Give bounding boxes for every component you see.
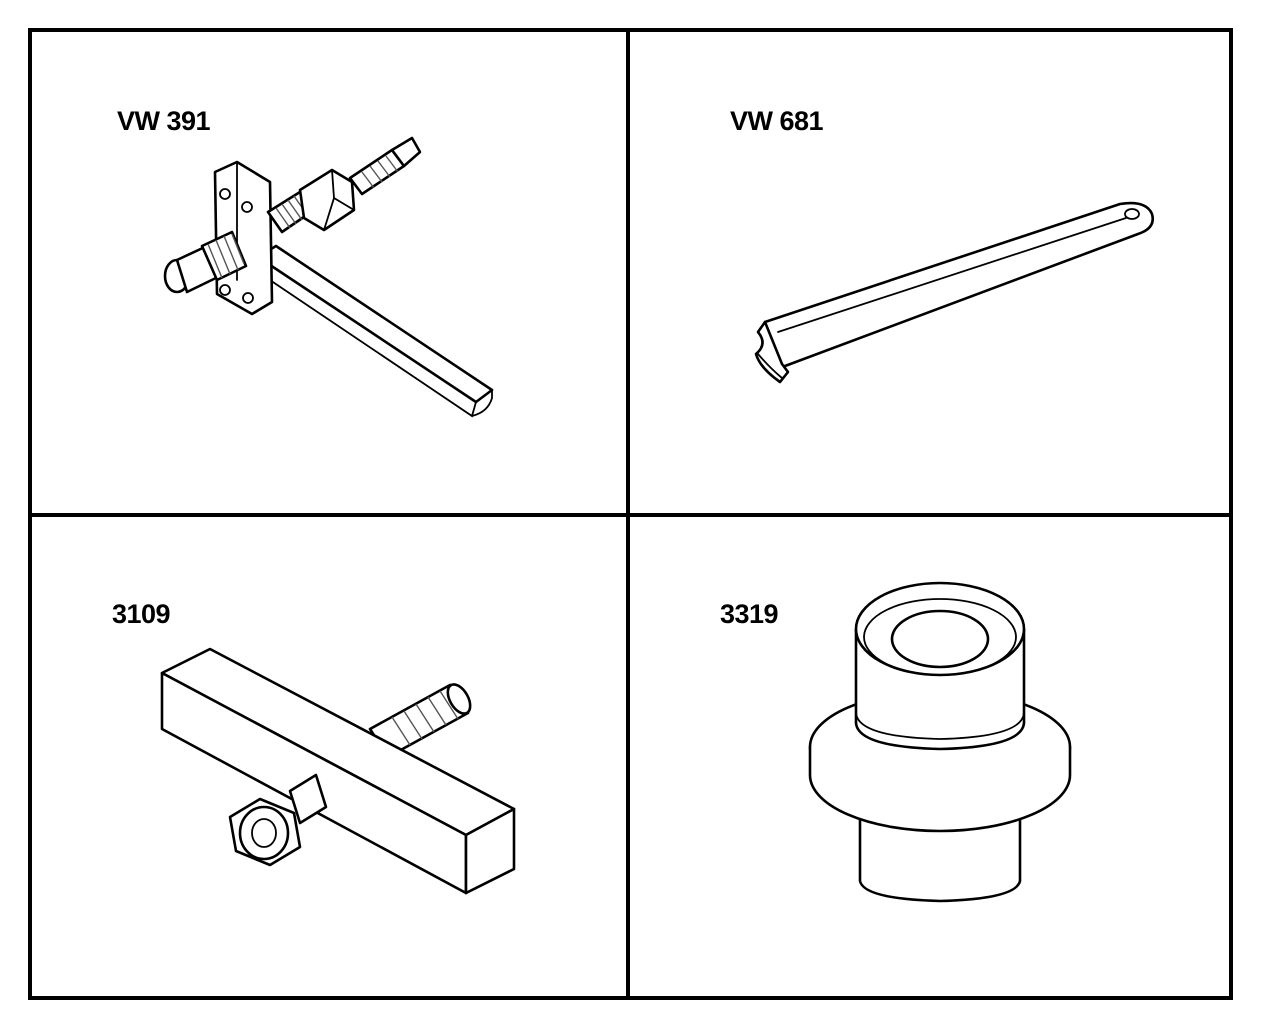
tool-panel-vw681: VW 681 xyxy=(630,32,1229,517)
tool-label: 3319 xyxy=(720,599,779,629)
tool-label: 3109 xyxy=(112,599,171,629)
tool-label: VW 391 xyxy=(117,106,211,136)
tool-label: VW 681 xyxy=(730,106,824,136)
tool-panel-vw391: VW 391 xyxy=(32,32,630,517)
tool-panel-3319: 3319 xyxy=(630,517,1229,996)
adjuster-tool-icon xyxy=(163,136,494,418)
hook-spanner-icon xyxy=(754,201,1154,384)
t-bar-puller-icon xyxy=(160,647,516,895)
tool-panel-3109: 3109 xyxy=(32,517,630,996)
tool-illustration-grid: VW 391 xyxy=(28,28,1233,1000)
stepped-drift-icon xyxy=(808,581,1072,903)
